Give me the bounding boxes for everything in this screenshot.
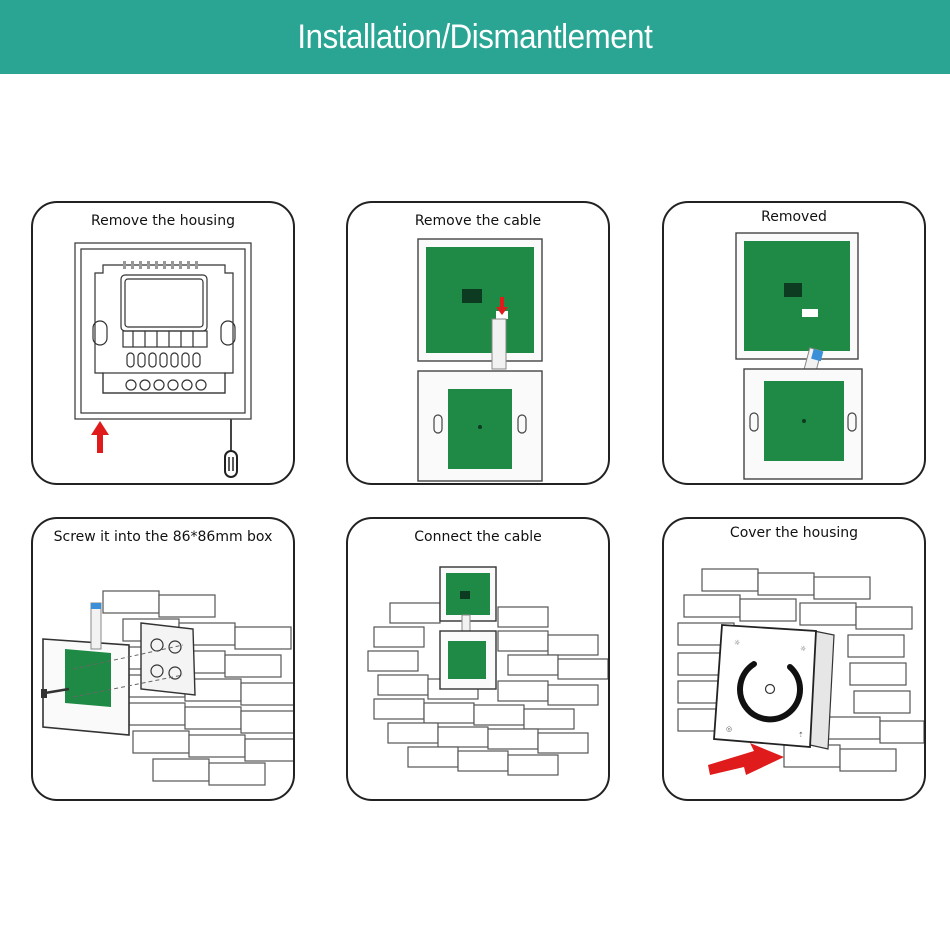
right-arrow-icon <box>708 743 784 775</box>
step-panel-remove-housing: Remove the housing <box>31 201 295 485</box>
step-title: Removed <box>761 209 827 225</box>
touch-dimmer-panel: ☼ ☼ ◎ ⇡ <box>713 624 835 750</box>
step-title: Cover the housing <box>729 525 859 541</box>
step-title: Screw it into the 86*86mm box <box>53 529 273 545</box>
ribbon-cable <box>491 318 507 370</box>
junction-box <box>140 622 196 696</box>
svg-text:⇡: ⇡ <box>798 731 804 739</box>
down-arrow-icon <box>496 297 508 315</box>
step-panel-removed: Removed <box>662 201 926 485</box>
brick-wall: ☼ ☼ ◎ ⇡ <box>677 568 924 775</box>
svg-text:☼: ☼ <box>800 645 806 653</box>
step-panel-cover-housing: Cover the housing ☼ ☼ ◎ ⇡ <box>662 517 926 801</box>
step-panel-connect-cable: Connect the cable <box>346 517 610 801</box>
step-panel-remove-cable: Remove the cable <box>346 201 610 485</box>
front-panel-pcb <box>439 566 497 622</box>
header-banner: Installation/Dismantlement <box>0 0 950 74</box>
wall-switch-back-housing <box>74 242 252 478</box>
brick-wall <box>41 590 293 786</box>
screwdriver-icon <box>224 419 238 478</box>
step-title: Remove the housing <box>91 213 235 229</box>
svg-text:☼: ☼ <box>734 639 740 647</box>
up-arrow-icon <box>91 421 109 453</box>
base-plate-pcb <box>42 602 130 736</box>
page-title: Installation/Dismantlement <box>297 17 653 56</box>
step-title: Connect the cable <box>414 529 542 545</box>
screw-icon <box>41 687 70 698</box>
step-panel-screw-into-box: Screw it into the 86*86mm box <box>31 517 295 801</box>
front-panel-pcb <box>417 238 543 482</box>
base-plate-pcb <box>439 630 497 690</box>
svg-text:◎: ◎ <box>726 725 732 733</box>
brick-wall <box>367 566 608 776</box>
front-panel-pcb <box>735 232 863 480</box>
step-title: Remove the cable <box>414 213 542 229</box>
